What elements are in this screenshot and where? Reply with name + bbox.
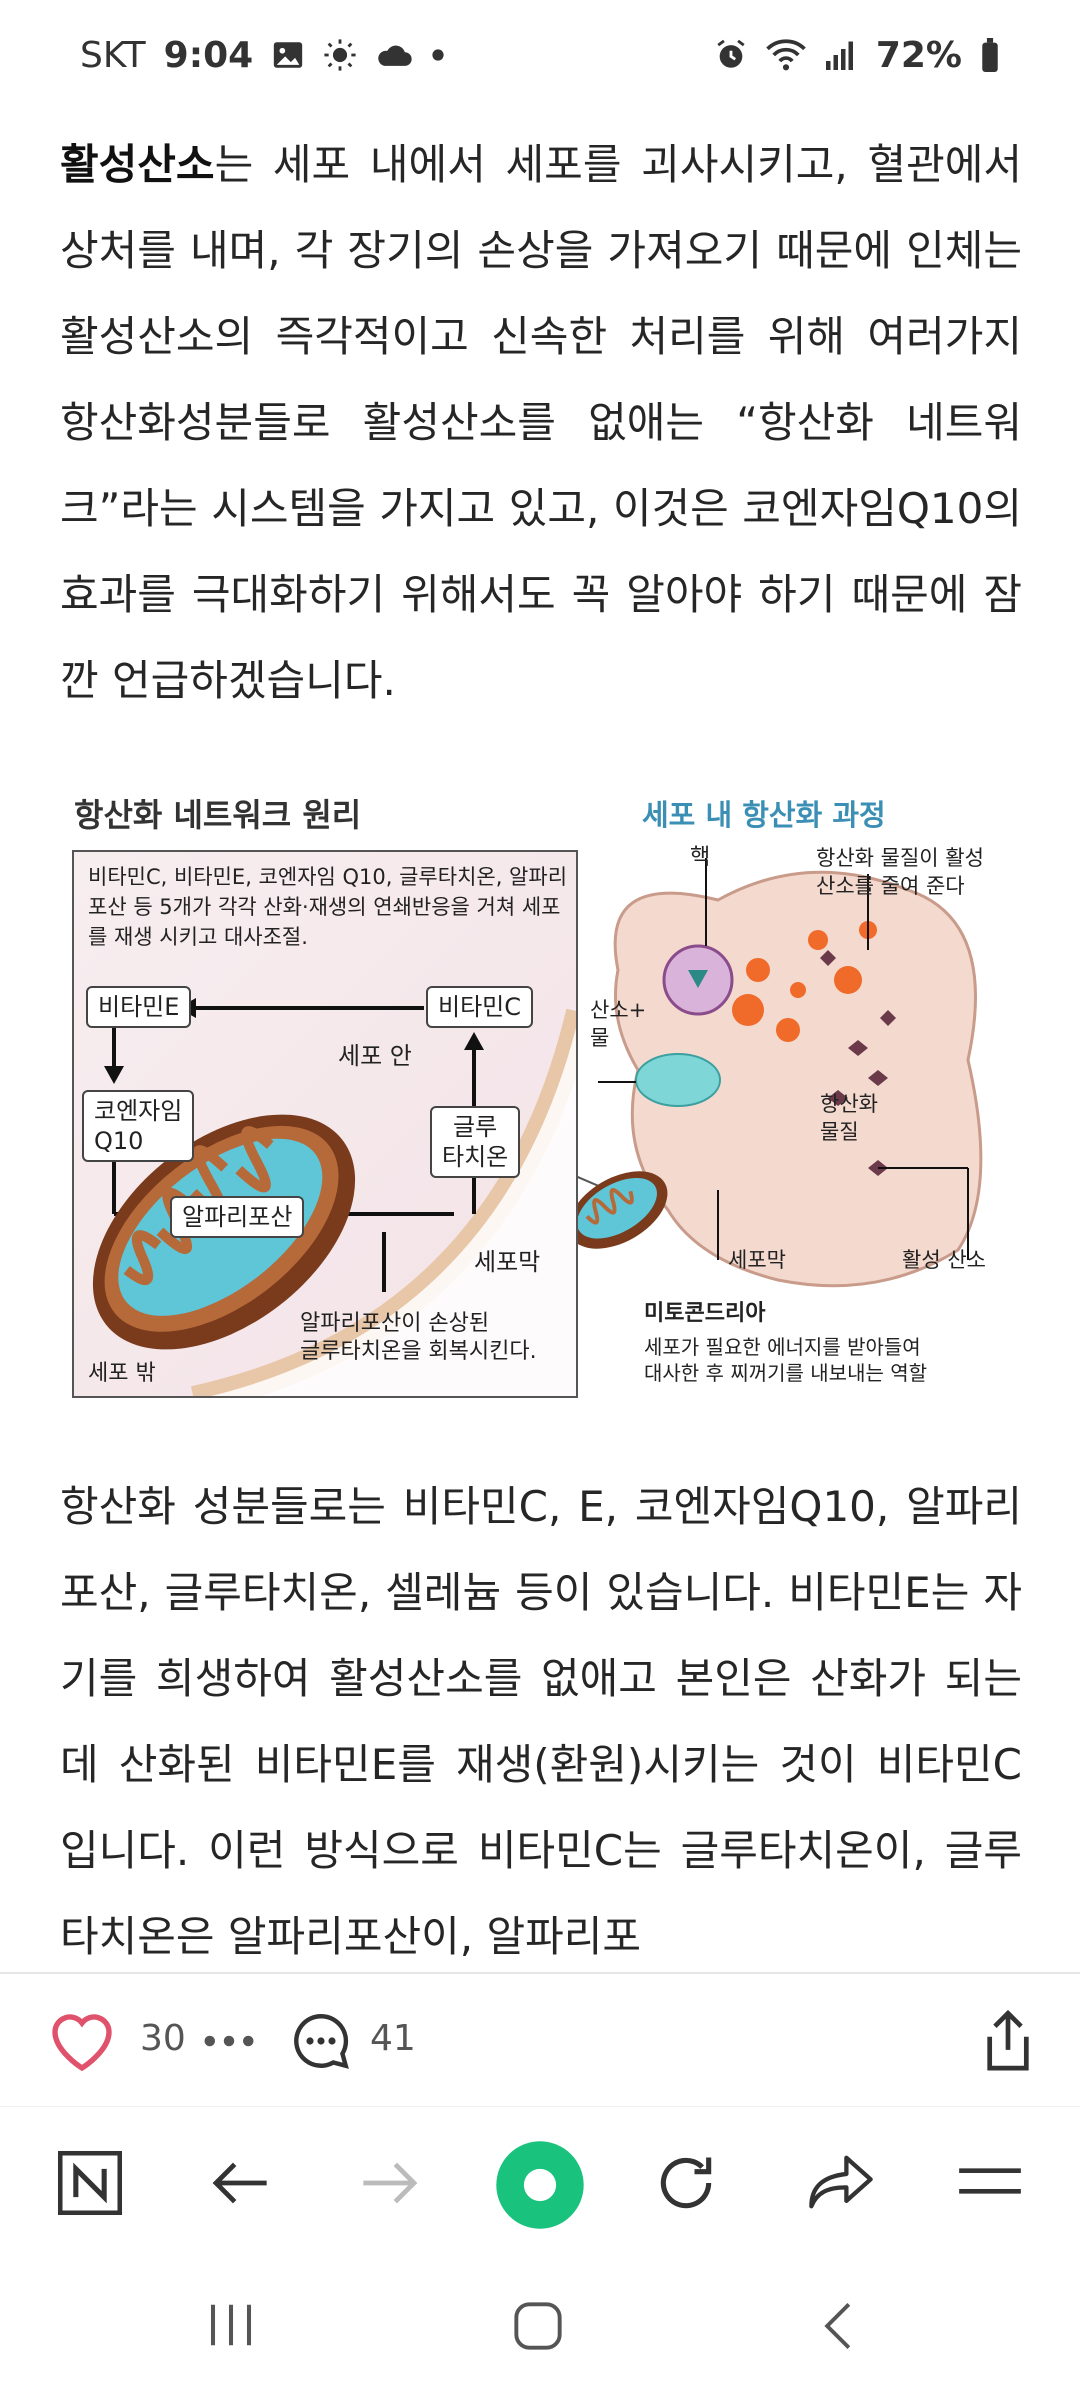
dot-icon: [431, 48, 445, 62]
system-back-icon[interactable]: [820, 2300, 856, 2352]
share-arrow-icon[interactable]: [806, 2151, 876, 2213]
label-vitamin-c: 비타민C: [426, 986, 533, 1028]
home-button-icon[interactable]: [512, 2300, 564, 2352]
green-dot-icon[interactable]: [494, 2139, 586, 2231]
figure-title-right: 세포 내 항산화 과정: [642, 798, 886, 832]
article-paragraph-1-text: 는 세포 내에서 세포를 괴사시키고, 혈관에서 상처를 내며, 각 장기의 손…: [60, 140, 1022, 705]
label-antioxidant: 항산화 물질: [820, 1092, 878, 1144]
figure-title-left: 항산화 네트워크 원리: [74, 796, 362, 834]
network-diagram-box: 비타민C, 비타민E, 코엔자임 Q10, 글루타치온, 알파리포산 등 5개가…: [72, 850, 578, 1398]
label-mitochondria-title: 미토콘드리아: [644, 1301, 766, 1326]
figure-description: 비타민C, 비타민E, 코엔자임 Q10, 글루타치온, 알파리포산 등 5개가…: [88, 865, 568, 949]
forward-arrow-icon[interactable]: [358, 2155, 422, 2211]
article-bold-term: 활성산소: [60, 140, 215, 189]
wifi-icon: [766, 38, 806, 72]
refresh-icon[interactable]: [652, 2149, 720, 2217]
article-paragraph-2: 항산화 성분들로는 비타민C, E, 코엔자임Q10, 알파리포산, 글루타치온…: [60, 1482, 1022, 1961]
label-cell-inside: 세포 안: [338, 1042, 412, 1070]
comment-count: 41: [370, 2018, 416, 2059]
label-coenzyme-q10: 코엔자임 Q10: [82, 1090, 195, 1162]
status-bar: SKT 9:04 72%: [0, 0, 1080, 110]
like-count: 30: [140, 2018, 186, 2059]
system-navigation-bar: [0, 2256, 1080, 2400]
label-cell-outside: 세포 밖: [88, 1361, 156, 1386]
signal-icon: [824, 40, 858, 70]
battery-icon: [980, 38, 1000, 72]
label-cell-membrane-left: 세포막: [474, 1248, 541, 1276]
sun-icon: [323, 38, 357, 72]
naver-home-icon[interactable]: [56, 2149, 124, 2217]
gallery-icon: [271, 38, 305, 72]
alarm-icon: [714, 38, 748, 72]
antioxidant-network-figure: 항산화 네트워크 원리 세포 내 항산화 과정: [68, 790, 1004, 1402]
cell-process-diagram: [578, 858, 983, 1288]
label-cell-membrane-right: 세포막: [728, 1248, 786, 1272]
menu-icon[interactable]: [956, 2163, 1024, 2199]
recent-apps-icon[interactable]: [204, 2300, 258, 2350]
label-oxygen-water: 산소+ 물: [590, 998, 647, 1050]
share-icon[interactable]: [976, 2008, 1040, 2076]
back-arrow-icon[interactable]: [208, 2155, 272, 2211]
comment-icon[interactable]: [288, 2008, 354, 2074]
carrier-label: SKT: [80, 34, 146, 76]
label-mitochondria-desc: 세포가 필요한 에너지를 받아들여 대사한 후 찌꺼기를 내보내는 역할: [644, 1335, 928, 1385]
article-paragraph-1: 활성산소는 세포 내에서 세포를 괴사시키고, 혈관에서 상처를 내며, 각 장…: [60, 122, 1022, 724]
label-glutathione: 글루 타치온: [430, 1106, 521, 1178]
label-alpha-note: 알파리포산이 손상된 글루타치온을 회복시킨다.: [300, 1311, 537, 1364]
browser-navigation: [0, 2106, 1080, 2257]
label-antioxidant-note: 항산화 물질이 활성 산소를 줄여 준다: [816, 846, 984, 898]
more-dots-icon[interactable]: [202, 2034, 256, 2048]
clock: 9:04: [163, 34, 254, 76]
label-active-oxygen: 활성 산소: [902, 1248, 986, 1272]
battery-percent: 72%: [875, 34, 962, 76]
like-heart-icon[interactable]: [46, 2008, 118, 2074]
cloud-icon: [375, 40, 413, 70]
label-vitamin-e: 비타민E: [86, 986, 192, 1028]
reaction-bar: 30 41: [0, 1972, 1080, 2106]
label-alpha-lipoic-acid: 알파리포산: [170, 1196, 305, 1238]
label-nucleus: 핵: [690, 845, 711, 870]
